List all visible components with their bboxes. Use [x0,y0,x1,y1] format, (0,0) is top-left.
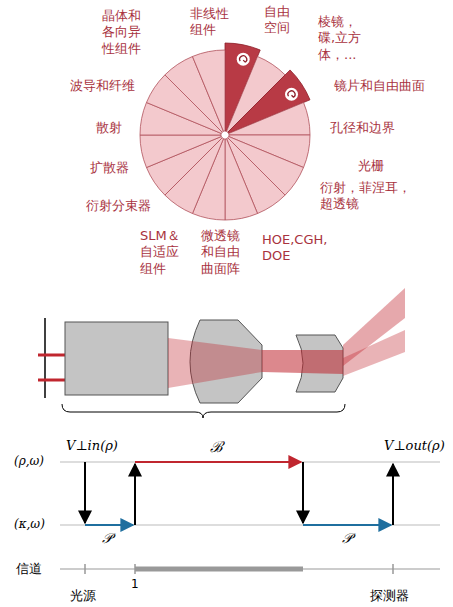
transform-arrow [302,462,304,523]
category-label: 扩散器 [90,160,129,176]
scheme-label: 𝒫 [102,530,112,548]
tick [392,564,394,574]
channel-segment [135,567,303,572]
category-label: 衍射分束器 [86,198,151,214]
scheme-label: 信道 [16,561,42,577]
icon-disc [285,88,298,101]
category-icon [237,53,250,66]
scheme-label: (κ,ω) [14,517,45,532]
scheme-label: V⊥in(ρ) [66,438,118,454]
scheme-label: V⊥out(ρ) [384,438,445,454]
row-line [60,524,440,525]
scheme-label: 探测器 [370,588,409,604]
row-line [60,461,440,462]
propagation-arrow [303,524,391,526]
propagation-arrow [85,524,133,526]
category-label: 孔径和边界 [330,120,395,136]
scheme-label: 1 [131,577,139,592]
transform-arrow [392,464,394,525]
category-label: 镜片和自由曲面 [334,78,425,94]
wheel-sector [225,139,258,220]
bracket [62,404,345,418]
tick [84,564,86,574]
category-label: 光栅 [358,158,384,174]
channel-line [60,568,440,569]
category-label: 自由空间 [264,4,294,37]
category-label: 波导和纤维 [70,78,135,94]
scheme-label: ℬ [210,438,223,457]
beam [168,338,262,388]
wheel-sector [229,102,310,135]
scheme-label: 𝒫 [342,530,352,548]
input-beam [38,354,66,357]
icon-glyph [288,91,296,97]
transform-arrow [84,462,86,523]
wheel-sector [140,135,221,168]
tick [134,564,136,574]
category-label: 棱镜，碟,立方体，... [318,14,374,63]
category-label: 非线性组件 [190,6,234,39]
icon-glyph [240,56,248,62]
icon-disc [237,53,250,66]
category-label: 微透镜和自由曲面阵 [198,228,242,277]
beam [343,330,405,376]
beam [262,350,343,374]
category-label: 衍射，菲涅耳，超透镜 [320,180,416,213]
optical-block [65,322,168,395]
input-beam [38,379,66,382]
category-label: 散射 [96,120,122,136]
transform-arrow [134,464,136,525]
scheme-label: (ρ,ω) [14,454,44,469]
category-icon [285,88,298,101]
category-label: 晶体和各向异性组件 [102,8,146,57]
category-wheel [140,43,310,220]
category-label: SLM＆自适应组件 [140,228,188,277]
operator-arrow [135,461,301,463]
scheme-label: 光源 [70,588,96,604]
wheel-sector [192,50,225,131]
category-label: HOE,CGH,DOE [262,232,334,265]
source-plane [44,318,46,398]
